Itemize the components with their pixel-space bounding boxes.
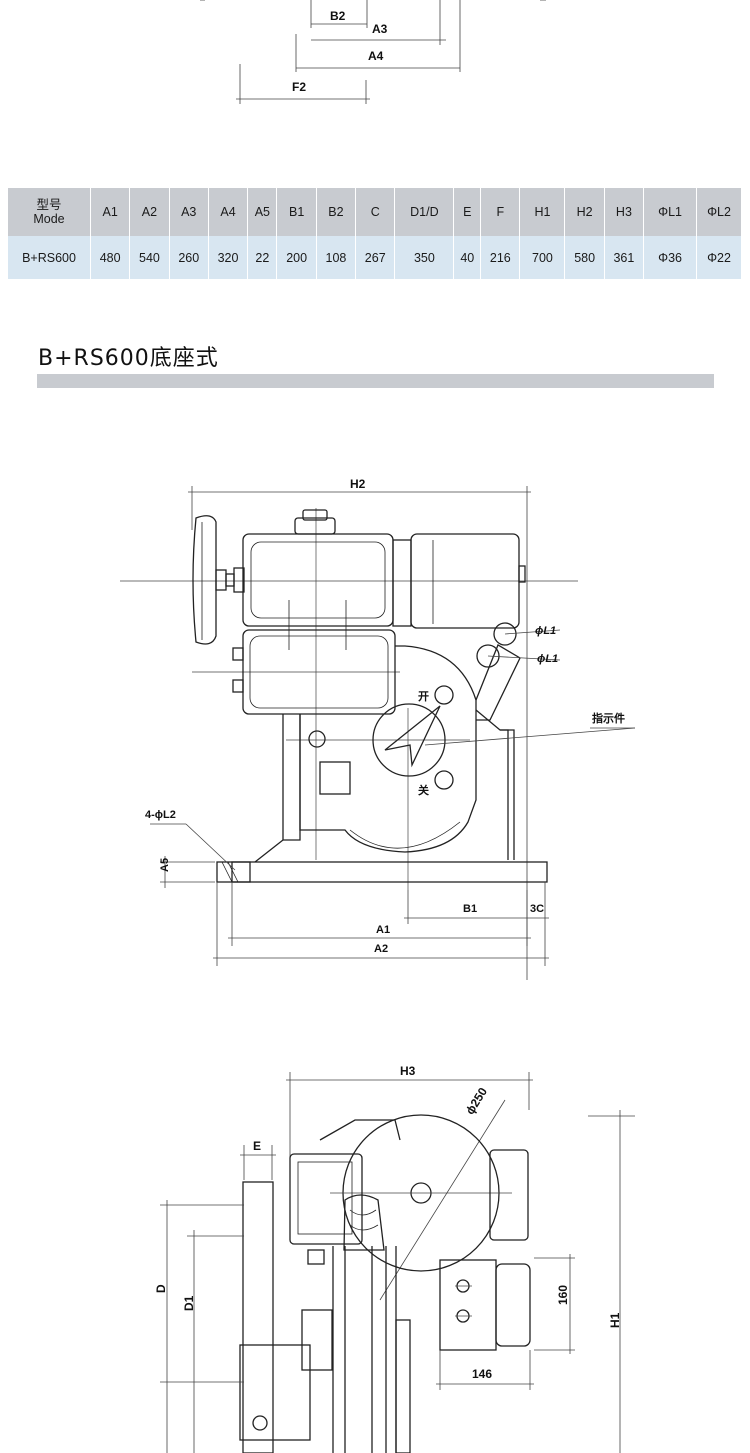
row-cell: 361 [604,236,645,279]
row-cell: 350 [394,236,455,279]
row-cell: 540 [129,236,170,279]
base-plate [216,839,548,883]
row-cell: 108 [316,236,357,279]
label-indicator: 指示件 [592,711,625,725]
header-cell: D1/D [394,188,455,236]
row-model: B+RS600 [8,236,91,279]
header-cell: F [480,188,521,236]
dim-160-lines [534,1254,575,1354]
dim-b2: B2 [330,9,346,23]
row-cell: 260 [169,236,209,279]
header-cell: B1 [276,188,317,236]
row-cell: 580 [564,236,605,279]
header-cell: A2 [129,188,170,236]
dim-a2: A2 [374,943,388,955]
row-cell: 200 [276,236,317,279]
phi250-line [379,1099,506,1301]
gearbox-body [282,622,521,860]
h1-dimension [588,1110,635,1453]
motor-housing [233,509,526,629]
h2-dimension [188,486,531,980]
leader-lines [424,629,636,746]
side-view-drawing: H3 ϕ250 E [154,1064,635,1453]
label-phi-l1-a: ϕL1 [535,625,556,637]
row-cell: Φ36 [643,236,698,279]
e-dimension [240,1145,276,1180]
label-open: 开 [418,690,429,703]
section-title: B+RS600底座式 [38,346,219,371]
header-model-cn: 型号 [36,198,62,212]
left-flange [239,1181,411,1453]
side-motor [439,1259,531,1351]
header-cell: C [355,188,396,236]
large-wheel [330,1114,512,1272]
dim-phi250: ϕ250 [463,1085,490,1117]
header-cell: ΦL1 [643,188,698,236]
row-cell: 480 [90,236,131,279]
dim-a4: A4 [368,49,384,63]
header-cell: B2 [316,188,357,236]
dim-a1: A1 [376,924,390,936]
dim-b1: B1 [463,903,477,915]
dim-146: 146 [472,1367,492,1381]
header-cell: E [453,188,482,236]
dim-d1: D1 [182,1295,196,1311]
header-model: 型号 Mode [8,188,91,236]
dim-146-lines [436,1350,534,1390]
label-phi-l1-b: ϕL1 [537,653,558,665]
label-holes: 4-ϕL2 [145,809,176,821]
dim-h3: H3 [400,1064,416,1078]
row-cell: Φ22 [696,236,742,279]
header-cell: H2 [564,188,605,236]
row-cell: 22 [247,236,278,279]
row-cell: 700 [519,236,566,279]
top-dimension-lines [200,0,546,104]
row-cell: 320 [208,236,249,279]
title-underline-bar [37,374,714,388]
dim-160: 160 [556,1285,570,1305]
row-cell: 267 [355,236,396,279]
label-close: 关 [418,783,429,797]
control-box [232,600,396,715]
center-lines [120,508,578,890]
a5-dimension [160,856,215,888]
table-row: B+RS600 480 540 260 320 22 200 108 267 3… [8,236,742,279]
front-view-drawing: H2 [120,477,636,980]
dim-3c: 3C [530,903,544,915]
top-dimension-drawing: B2 A3 A4 F2 [200,0,546,104]
holes-leader-diagonal [185,823,236,871]
header-cell: A3 [169,188,209,236]
row-cell: 216 [480,236,521,279]
dim-f2: F2 [292,80,306,94]
dim-h2: H2 [350,477,366,491]
spec-table: 型号 Mode A1 A2 A3 A4 A5 B1 B2 C D1/D E F … [8,188,742,279]
header-cell: A1 [90,188,131,236]
dim-h1: H1 [608,1312,622,1328]
dim-d: D [154,1284,168,1293]
dim-a5: A5 [159,858,171,872]
dim-e: E [253,1139,261,1153]
header-cell: A4 [208,188,249,236]
d-dimensions [160,1200,244,1453]
shaft-column [332,1246,397,1453]
header-cell: H3 [604,188,645,236]
dim-a3: A3 [372,22,388,36]
gear-housing [289,1119,529,1265]
row-cell: 40 [453,236,482,279]
header-cell: A5 [247,188,278,236]
table-header-row: 型号 Mode A1 A2 A3 A4 A5 B1 B2 C D1/D E F … [8,188,742,236]
header-cell: ΦL2 [696,188,742,236]
header-model-en: Mode [33,212,65,226]
header-cell: H1 [519,188,566,236]
bottom-dimensions [213,882,549,966]
handwheel [192,515,235,645]
h3-dimension [286,1072,533,1160]
